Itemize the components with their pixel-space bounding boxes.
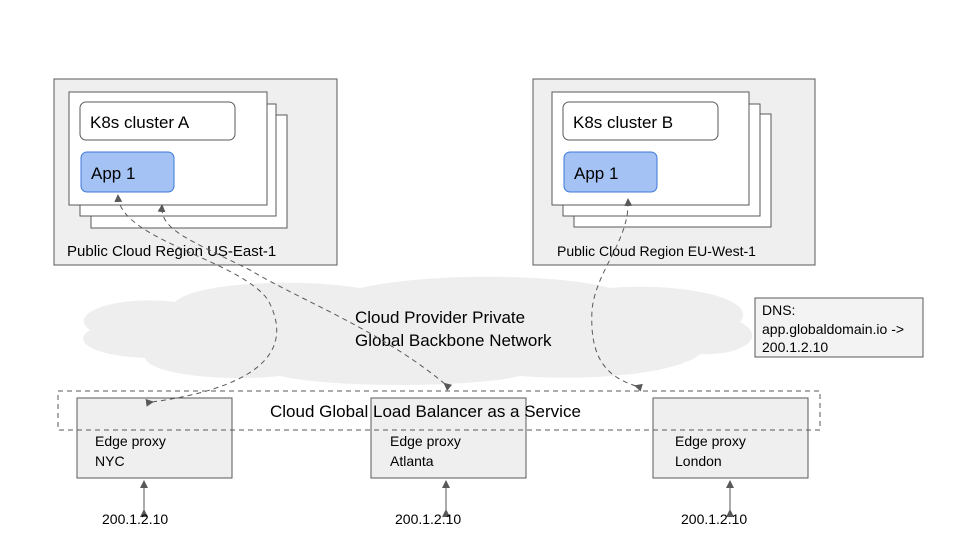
backbone-cloud: Cloud Provider Private Global Backbone N… [83, 276, 753, 385]
load-balancer-label: Cloud Global Load Balancer as a Service [270, 402, 581, 421]
dns-ip: 200.1.2.10 [762, 339, 828, 355]
cluster-label-box [79, 101, 236, 141]
ip-label-atlanta: 200.1.2.10 [395, 511, 461, 527]
backbone-label-line2: Global Backbone Network [355, 331, 552, 350]
app-box [563, 151, 658, 193]
edge-city: London [675, 453, 722, 469]
edge-box [76, 397, 233, 479]
global-load-balancer: Cloud Global Load Balancer as a Service [57, 390, 821, 431]
dns-title: DNS: [762, 302, 795, 318]
edge-proxy-nyc: Edge proxy NYC [76, 397, 233, 479]
edge-title: Edge proxy [95, 433, 166, 449]
edge-box [370, 397, 527, 479]
region-label: Public Cloud Region US-East-1 [67, 243, 276, 260]
edge-city: Atlanta [390, 453, 434, 469]
edge-box [652, 397, 809, 479]
load-balancer-outline [57, 390, 821, 431]
app-label: App 1 [574, 164, 618, 183]
region-us-east-1: K8s cluster A App 1 Public Cloud Region … [53, 78, 338, 266]
region-label: Public Cloud Region EU-West-1 [557, 243, 756, 259]
path-atlanta-to-app-a [157, 204, 453, 391]
traffic-paths [114, 194, 643, 407]
backbone-label-line1: Cloud Provider Private [355, 308, 525, 327]
path-london-to-app-b [591, 198, 643, 392]
dns-box [754, 297, 924, 358]
ip-label-london: 200.1.2.10 [681, 511, 747, 527]
ip-label-nyc: 200.1.2.10 [102, 511, 168, 527]
cluster-label: K8s cluster A [90, 113, 190, 132]
region-eu-west-1: K8s cluster B App 1 Public Cloud Region … [532, 78, 816, 266]
cluster-label-box [562, 101, 719, 141]
edge-proxy-atlanta: Edge proxy Atlanta [370, 397, 527, 479]
dns-host: app.globaldomain.io -> [762, 321, 904, 337]
client-ips: 200.1.2.10 200.1.2.10 200.1.2.10 [102, 480, 747, 527]
edge-city: NYC [95, 453, 125, 469]
app-label: App 1 [91, 164, 135, 183]
app-box [80, 151, 175, 193]
edge-proxy-london: Edge proxy London [652, 397, 809, 479]
dns-record-box: DNS: app.globaldomain.io -> 200.1.2.10 [754, 297, 924, 358]
edge-title: Edge proxy [675, 433, 746, 449]
edge-title: Edge proxy [390, 433, 461, 449]
cluster-label: K8s cluster B [573, 113, 673, 132]
